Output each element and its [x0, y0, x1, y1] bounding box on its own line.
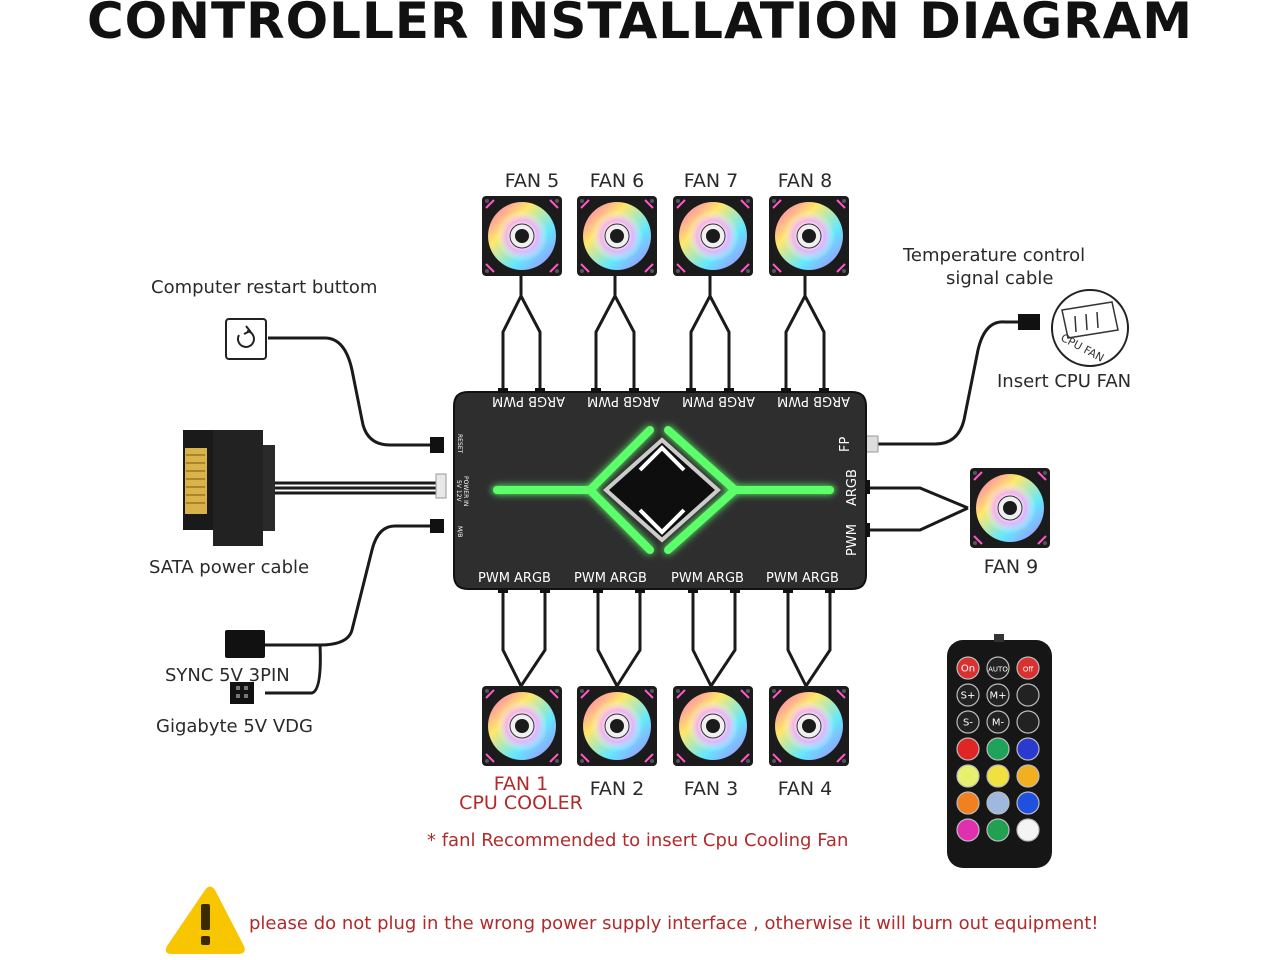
fan-7-icon: [673, 196, 753, 276]
hub-bottom-label-4: PWM ARGB: [766, 571, 839, 586]
hub-fp-label: FP: [838, 437, 853, 452]
fan-8-label: FAN 8: [777, 170, 833, 192]
fp-connector: [865, 435, 879, 453]
hub-argb-label: ARGB: [845, 469, 860, 506]
fan-1-sublabel: CPU COOLER: [459, 792, 583, 814]
left-connectors: [430, 437, 447, 533]
remote-button: [1016, 764, 1040, 788]
left-cables: [265, 336, 440, 695]
fan-6-icon: [577, 196, 657, 276]
fan-5-icon: [482, 196, 562, 276]
fan-7-label: FAN 7: [683, 170, 739, 192]
remote-button: [986, 818, 1010, 842]
warning-text: please do not plug in the wrong power su…: [249, 913, 1099, 934]
remote-button: [956, 764, 980, 788]
hub-bottom-label-2: PWM ARGB: [574, 571, 647, 586]
temp-cable-label-2: signal cable: [946, 268, 1054, 289]
remote-button: [1016, 710, 1040, 734]
remote-button-label: Off: [1023, 666, 1034, 674]
fan-4-icon: [769, 686, 849, 766]
warning-icon: [165, 886, 245, 954]
hub-top-label-4: ARGB PWM: [777, 393, 850, 408]
remote-button: [956, 791, 980, 815]
remote-button: [1016, 656, 1040, 680]
remote-button: [956, 710, 980, 734]
gigabyte-label: Gigabyte 5V VDG: [156, 716, 313, 737]
remote-button-label: S+: [961, 691, 976, 702]
temp-cable-label-1: Temperature control: [903, 245, 1086, 266]
remote-button: [986, 737, 1010, 761]
remote-button: [1016, 791, 1040, 815]
hub-bottom-label-1: PWM ARGB: [478, 571, 551, 586]
right-cables: [866, 320, 1020, 532]
remote-button: [986, 764, 1010, 788]
hub-pwm-label: PWM: [845, 524, 860, 556]
hub-power-label: POWER IN: [462, 476, 469, 506]
hub-port-labels: ARGB PWM ARGB PWM ARGB PWM ARGB PWM PWM …: [455, 393, 860, 586]
fan-8-icon: [769, 196, 849, 276]
hub-power-sub-label: 5V 12V: [455, 480, 462, 502]
remote-button: [1016, 737, 1040, 761]
remote-button: [956, 737, 980, 761]
fan-3-icon: [673, 686, 753, 766]
sync-connectors: [225, 630, 265, 704]
remote-button: [986, 791, 1010, 815]
fan-9-label: FAN 9: [983, 556, 1039, 578]
sync-label: SYNC 5V 3PIN: [165, 665, 290, 686]
insert-cpu-fan-label: Insert CPU FAN: [997, 371, 1132, 392]
controller-hub: [453, 391, 867, 590]
remote-button-label: M+: [989, 691, 1006, 702]
fan-6-label: FAN 6: [589, 170, 645, 192]
fan-1-label: FAN 1: [493, 773, 549, 795]
remote-button-label: AUTO: [988, 666, 1008, 674]
top-fan-cables: [501, 276, 826, 392]
remote-button: [956, 656, 980, 680]
fan-4-label: FAN 4: [777, 778, 833, 800]
remote-button: [986, 656, 1010, 680]
hub-top-label-3: ARGB PWM: [682, 393, 755, 408]
cpu-fan-header-icon: CPU FAN: [1051, 289, 1129, 367]
fan-2-icon: [577, 686, 657, 766]
remote-button-label: M-: [992, 718, 1005, 729]
hub-top-label-2: ARGB PWM: [587, 393, 660, 408]
page-title: CONTROLLER INSTALLATION DIAGRAM: [86, 0, 1194, 50]
remote-button: [956, 683, 980, 707]
cpu-fan-note: * fanl Recommended to insert Cpu Cooling…: [427, 830, 849, 851]
remote-button: [986, 710, 1010, 734]
bottom-fan-cables: [501, 590, 832, 687]
hub-top-label-1: ARGB PWM: [492, 393, 565, 408]
cpu-fan-plug: [1018, 314, 1040, 330]
remote-button: [956, 818, 980, 842]
restart-button-label: Computer restart buttom: [151, 277, 378, 298]
remote-button: [1016, 818, 1040, 842]
hub-reset-label: RESET: [456, 434, 463, 454]
hub-bottom-label-3: PWM ARGB: [671, 571, 744, 586]
remote-button-label: S-: [963, 718, 973, 729]
remote-button-label: On: [961, 664, 975, 675]
remote-button: [986, 683, 1010, 707]
fan-5-label: FAN 5: [504, 170, 560, 192]
fan-1-icon: [482, 686, 562, 766]
fan-9-icon: [970, 468, 1050, 548]
fan-3-label: FAN 3: [683, 778, 739, 800]
hub-mb-label: M/B: [456, 526, 463, 537]
sata-cable-label: SATA power cable: [149, 557, 310, 578]
fan-2-label: FAN 2: [589, 778, 645, 800]
sata-connector: [183, 430, 275, 546]
remote-button: [1016, 683, 1040, 707]
restart-button-icon: [225, 318, 267, 360]
